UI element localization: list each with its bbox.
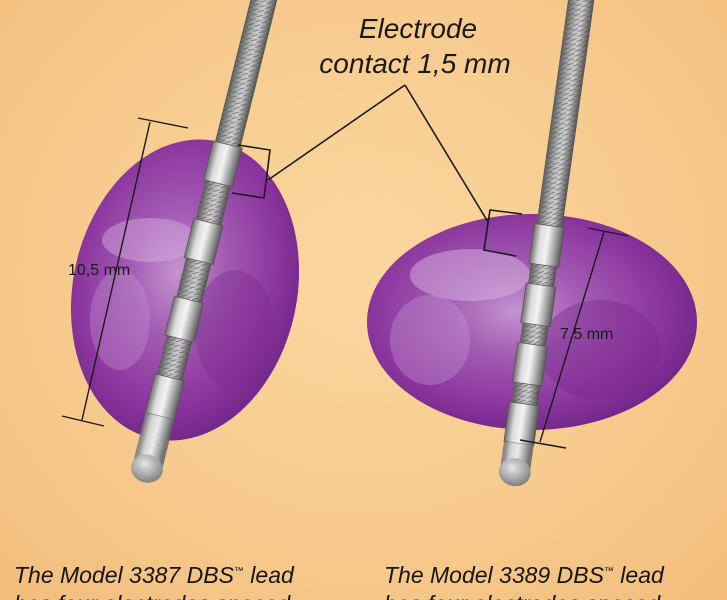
right-dimension-label: 7,5 mm bbox=[560, 326, 613, 343]
left-electrode-contacts bbox=[133, 140, 243, 469]
left-caption-line2: has four electrodes spaced bbox=[14, 590, 294, 600]
left-caption-line1: The Model 3387 DBS™ lead bbox=[14, 562, 294, 588]
left-caption: The Model 3387 DBS™ lead has four electr… bbox=[14, 557, 294, 600]
right-caption: The Model 3389 DBS™ lead has four electr… bbox=[384, 557, 664, 600]
callout-line1: Electrode bbox=[359, 13, 477, 44]
left-dimension-label: 10,5 mm bbox=[68, 262, 130, 279]
left-lead bbox=[131, 0, 284, 483]
left-lead-tip bbox=[131, 454, 163, 483]
callout-line2: contact 1,5 mm bbox=[319, 48, 510, 79]
callout-leaders bbox=[231, 84, 523, 257]
left-dimension bbox=[61, 117, 189, 427]
right-lead-tip bbox=[498, 458, 531, 487]
right-caption-line2: has four electrodes spaced bbox=[384, 590, 664, 600]
right-dimension bbox=[519, 227, 629, 449]
right-caption-line1: The Model 3389 DBS™ lead bbox=[384, 562, 664, 588]
right-lead bbox=[498, 0, 600, 487]
